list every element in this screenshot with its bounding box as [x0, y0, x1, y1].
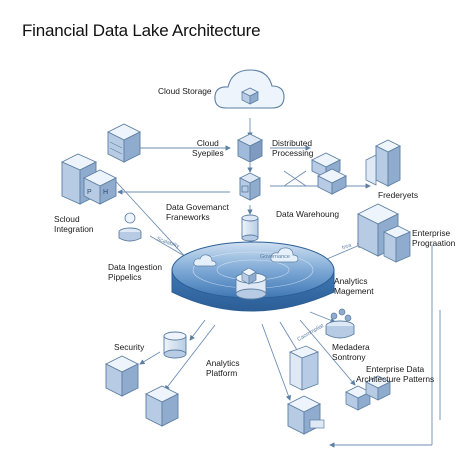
svg-text:P: P	[87, 189, 92, 196]
data-warehouse-cylinder-icon	[241, 214, 259, 242]
label-metadata-sontrony: Medadera Sontrony	[332, 342, 370, 362]
label-data-governance: Data Govemanct Franeworks	[166, 202, 229, 222]
edge-server-to-lake	[109, 174, 191, 263]
edge-lake-to-bottom	[261, 323, 291, 401]
lake-mini-cloud-icon	[270, 247, 299, 263]
label-enterprise-patterns: Enterprise Data Architecture Patterns	[356, 364, 434, 384]
bottom-left-server-icon	[104, 355, 180, 427]
label-enterprise-programation: Enterprise Prograation	[412, 228, 455, 248]
label-distributed-processing-line2: Processing	[272, 148, 314, 158]
label-enterprise-programation-line1: Enterprise	[412, 228, 451, 238]
edge-tag-governance: Governance	[260, 254, 290, 260]
left-mid-server-icon: P H	[60, 153, 118, 205]
scloud-integration-disk-icon	[118, 212, 142, 242]
label-metadata-sontrony-line1: Medadera	[332, 342, 370, 352]
edge-security-to-server	[139, 351, 161, 365]
edge-left-to-lake	[149, 235, 189, 259]
edge-lake-to-platform	[164, 324, 216, 391]
distributed-processing-server-icon	[310, 152, 348, 195]
edge-frederyets-cross-b	[283, 170, 307, 187]
enterprise-programation-rack-icon	[356, 203, 411, 263]
label-enterprise-patterns-line2: Architecture Patterns	[356, 374, 435, 384]
lake-small-cube-icon	[241, 267, 257, 285]
label-distributed-processing-line1: Distributed	[272, 138, 313, 148]
label-data-ingestion: Data Ingestion Pippelics	[108, 262, 162, 282]
cloud-supplies-cube-icon	[236, 133, 264, 163]
label-analytics-platform-line2: Platform	[206, 368, 238, 378]
label-scloud-integration-line2: Integration	[54, 224, 94, 234]
cloud-storage-icon	[214, 69, 285, 109]
label-scloud-integration: Scloud Integration	[54, 214, 94, 234]
label-analytics-management-line2: Magement	[334, 286, 374, 296]
metadata-sontrony-icon	[325, 308, 355, 339]
page-title: Financial Data Lake Architecture	[22, 21, 261, 40]
edge-lake-to-metadata	[309, 311, 336, 323]
label-scloud-integration-line1: Scloud	[54, 214, 80, 224]
svg-text:H: H	[103, 189, 108, 196]
lake-mini-cloud-icon	[193, 254, 217, 267]
frederyets-tower-icon	[365, 139, 402, 187]
data-lake-platform	[171, 241, 335, 312]
label-analytics-platform: Analytics Platform	[206, 358, 240, 378]
documents-stack-icon	[289, 345, 319, 391]
edge-lake-to-patterns	[299, 319, 356, 386]
label-cloud-storage: Cloud Storage	[158, 86, 212, 96]
label-cloud-supplies-line2: Syepiles	[192, 148, 224, 158]
label-analytics-management-line1: Analytics	[334, 276, 368, 286]
label-distributed-processing: Distributed Processing	[272, 138, 313, 158]
edge-lake-to-security	[189, 319, 206, 341]
label-data-governance-line1: Data Govemanct	[166, 202, 229, 212]
label-cloud-supplies: Cloud Syepiles	[192, 138, 224, 158]
label-cloud-supplies-line1: Cloud	[196, 138, 219, 148]
label-enterprise-programation-line2: Prograation	[412, 238, 456, 248]
left-top-server-icon	[106, 123, 142, 163]
label-analytics-management: Analytics Magement	[334, 276, 374, 296]
data-governance-cube-icon	[238, 172, 262, 201]
label-enterprise-patterns-line1: Enterprise Data	[366, 364, 425, 374]
bottom-center-server-icon	[286, 395, 325, 435]
label-data-warehouse: Data Warehoung	[276, 209, 340, 219]
label-data-governance-line2: Franeworks	[166, 212, 210, 222]
label-metadata-sontrony-line2: Sontrony	[332, 352, 366, 362]
label-frederyets: Frederyets	[378, 190, 419, 200]
label-analytics-platform-line1: Analytics	[206, 358, 240, 368]
security-cylinder-icon	[163, 331, 187, 359]
label-data-ingestion-line2: Pippelics	[108, 272, 142, 282]
label-security: Security	[114, 342, 145, 352]
label-data-ingestion-line1: Data Ingestion	[108, 262, 163, 272]
enterprise-patterns-cubes-icon	[345, 375, 391, 411]
